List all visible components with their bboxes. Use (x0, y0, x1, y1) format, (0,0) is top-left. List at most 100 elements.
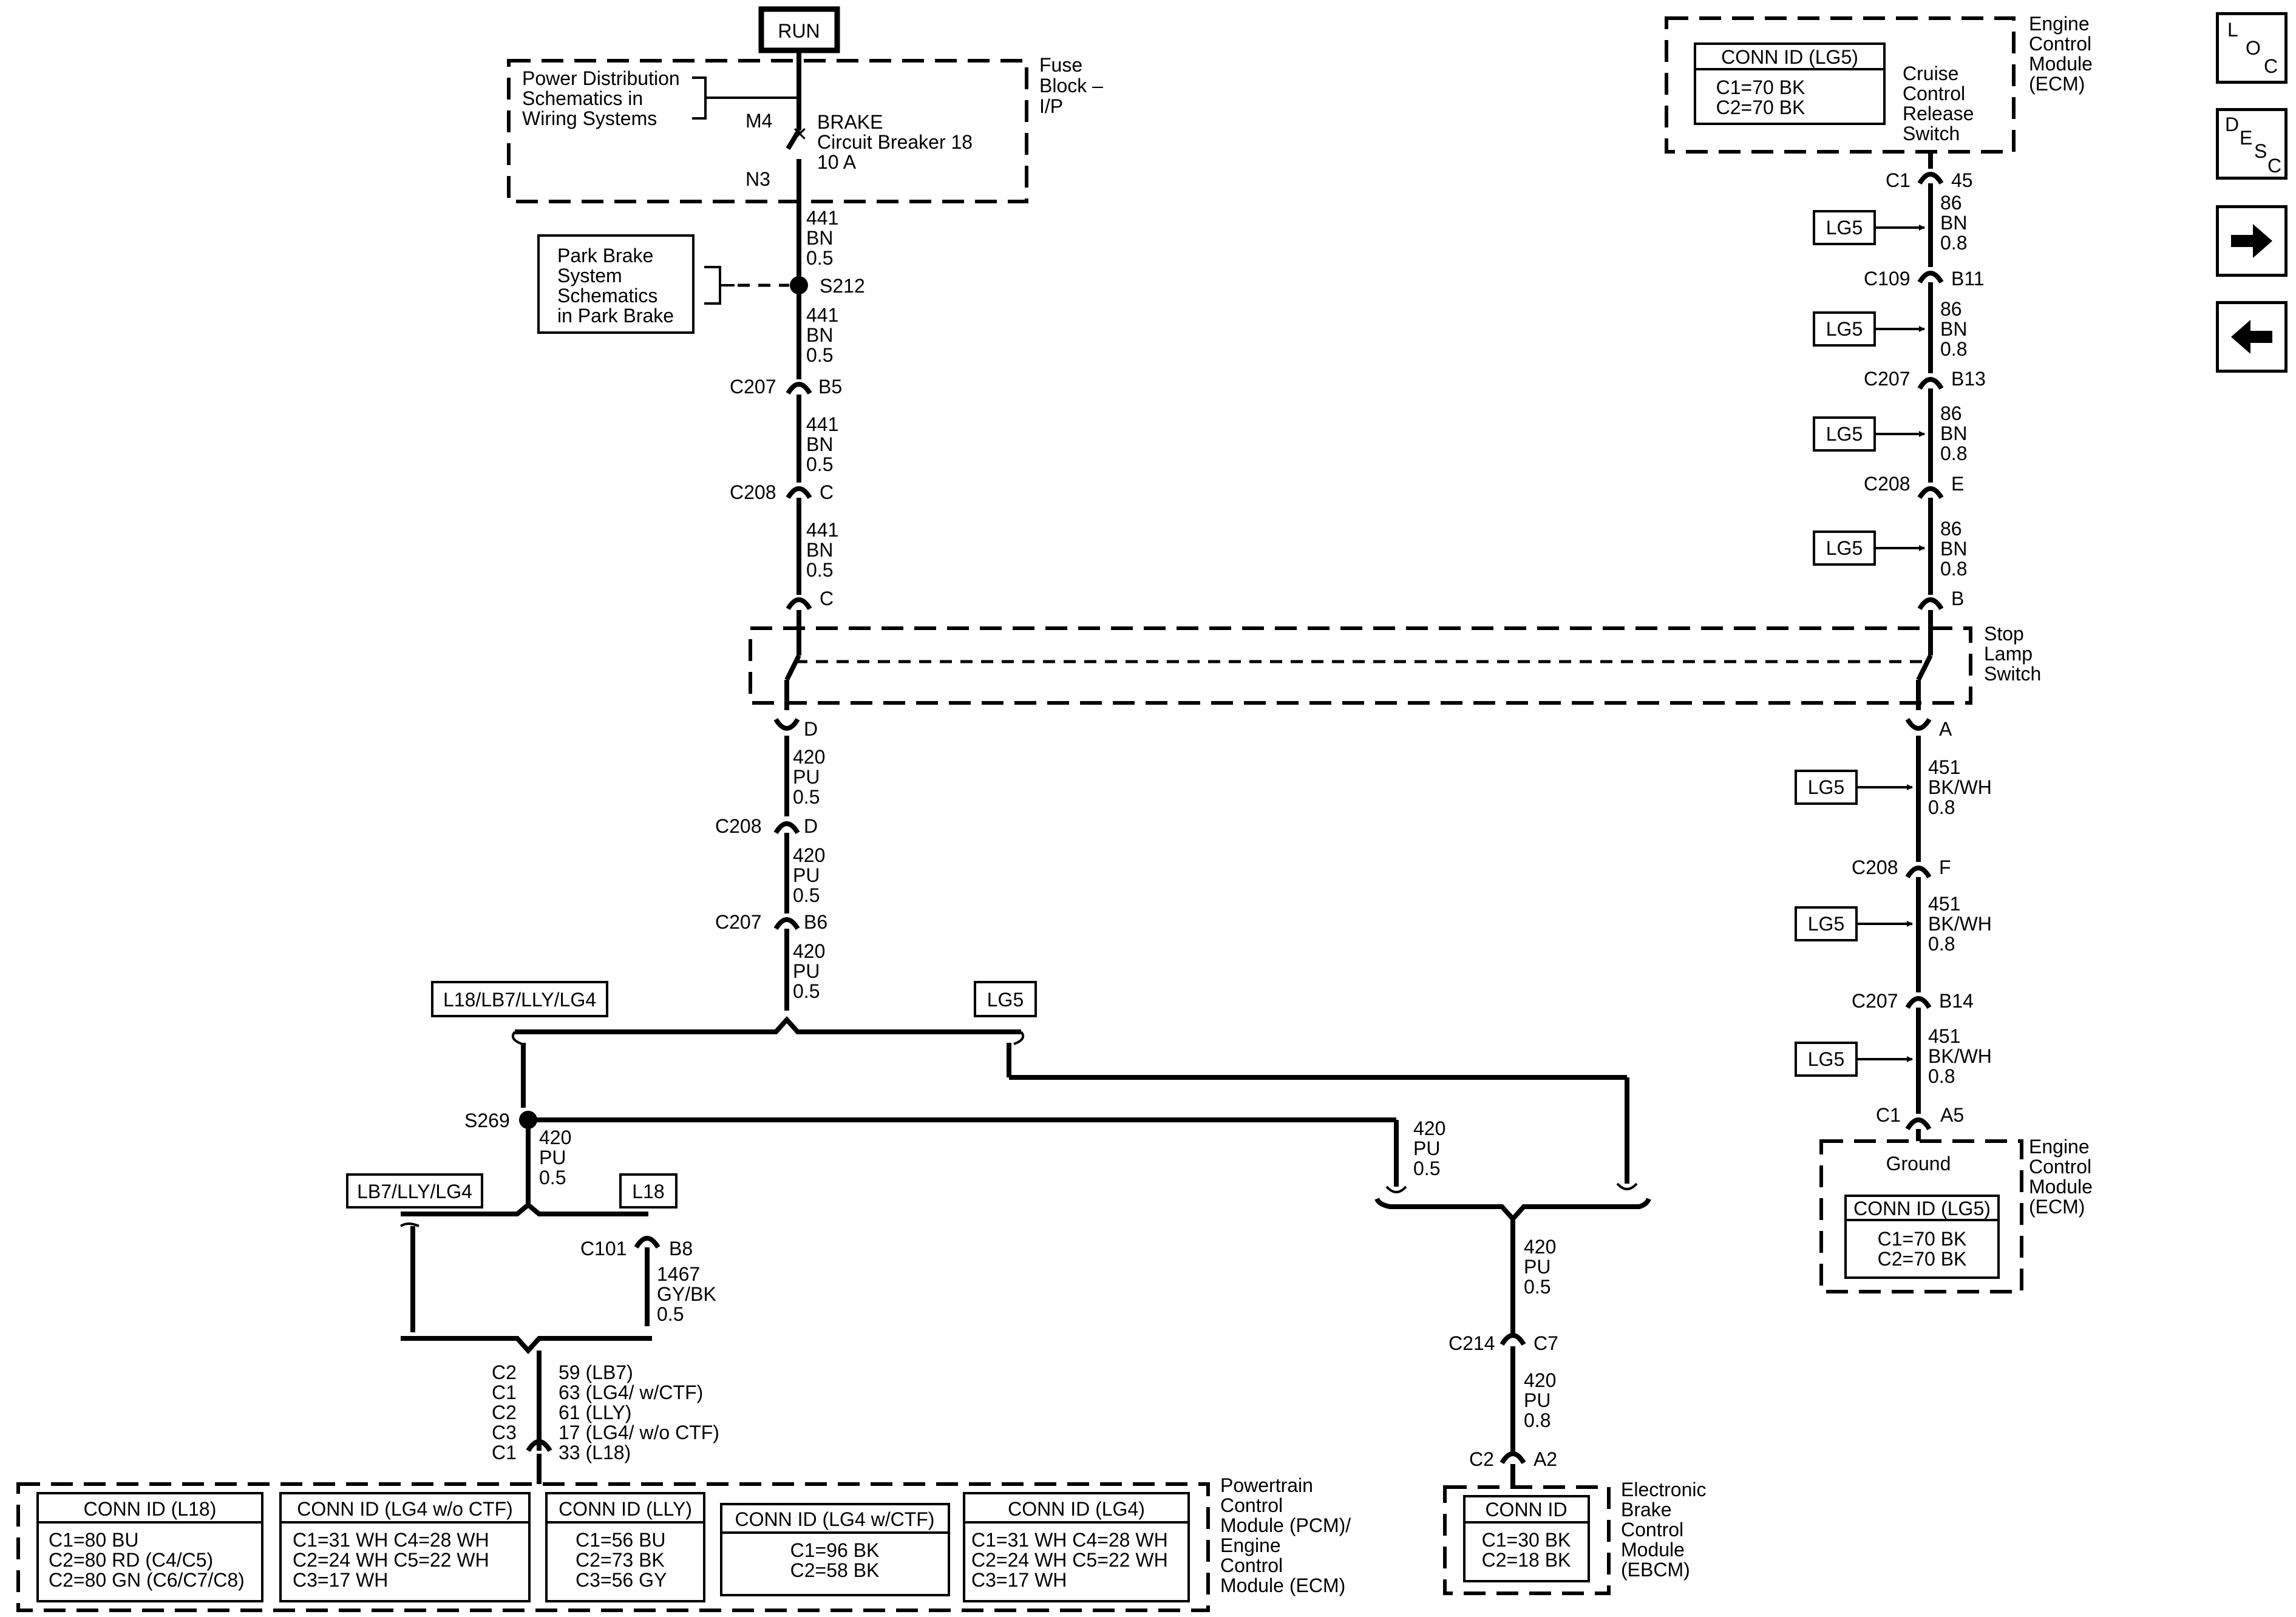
svg-text:C207: C207 (715, 911, 762, 933)
svg-text:C1=56 BU: C1=56 BU (576, 1529, 666, 1551)
connector-c208-f: C208 F (1852, 856, 1951, 879)
svg-text:59 (LB7): 59 (LB7) (559, 1361, 633, 1383)
svg-text:33 (L18): 33 (L18) (559, 1442, 631, 1463)
wire-label: 441 BN 0.5 (806, 207, 838, 269)
svg-text:C2=80 GN (C6/C7/C8): C2=80 GN (C6/C7/C8) (49, 1569, 245, 1591)
wire-label: 420 PU 0.5 (539, 1127, 571, 1188)
svg-text:C1: C1 (492, 1381, 517, 1403)
svg-text:CONN ID (LLY): CONN ID (LLY) (559, 1498, 692, 1520)
wire-label: 420 PU 0.5 (793, 940, 825, 1002)
svg-text:S212: S212 (820, 275, 865, 297)
svg-text:BN: BN (1940, 538, 1967, 560)
svg-text:C1=70 BK: C1=70 BK (1878, 1228, 1967, 1250)
svg-text:0.5: 0.5 (657, 1303, 684, 1325)
svg-text:CONN ID (LG5): CONN ID (LG5) (1853, 1198, 1991, 1219)
svg-text:420: 420 (1524, 1236, 1556, 1258)
lg5-tag: LG5 (1813, 416, 1925, 452)
pcm-conn-box-lg4-w-ctf: CONN ID (LG4 w/CTF) C1=96 BK C2=58 BK (720, 1503, 950, 1596)
svg-text:0.5: 0.5 (539, 1167, 566, 1188)
svg-text:B5: B5 (818, 376, 842, 398)
svg-text:S269: S269 (464, 1110, 510, 1131)
lg5-tag: LG5 (1813, 210, 1925, 245)
connector-c207-b14: C207 B14 (1852, 990, 1974, 1012)
svg-text:0.8: 0.8 (1940, 338, 1967, 360)
svg-text:C2=73 BK: C2=73 BK (576, 1549, 665, 1571)
svg-text:B13: B13 (1951, 368, 1986, 390)
svg-text:B14: B14 (1939, 990, 1974, 1012)
svg-text:C1=70 BK: C1=70 BK (1716, 76, 1805, 98)
svg-text:B: B (1951, 588, 1964, 609)
svg-text:Cruise: Cruise (1903, 63, 1958, 84)
svg-text:Fuse: Fuse (1039, 54, 1082, 76)
svg-text:A2: A2 (1533, 1448, 1557, 1470)
wire-label: 441 BN 0.5 (806, 519, 838, 581)
svg-text:C1=31 WH C4=28 WH: C1=31 WH C4=28 WH (293, 1529, 489, 1551)
svg-text:C1: C1 (492, 1442, 517, 1463)
svg-text:0.8: 0.8 (1928, 796, 1955, 818)
svg-text:C2=70 BK: C2=70 BK (1878, 1248, 1967, 1270)
svg-text:C208: C208 (730, 481, 776, 503)
svg-text:1467: 1467 (657, 1263, 700, 1285)
svg-text:BN: BN (1940, 212, 1967, 234)
desc-letter-c: C (2267, 155, 2282, 177)
svg-text:441: 441 (806, 207, 838, 229)
ecm-bottom-module: Ground CONN ID (LG5) C1=70 BK C2=70 BK E… (1819, 1136, 2093, 1293)
description-button[interactable]: D E S C (2216, 108, 2288, 180)
svg-text:Control: Control (1220, 1554, 1283, 1576)
svg-text:Brake: Brake (1621, 1499, 1672, 1520)
svg-text:17 (LG4/ w/o CTF): 17 (LG4/ w/o CTF) (559, 1422, 719, 1443)
svg-text:Schematics in: Schematics in (522, 87, 643, 109)
next-page-button[interactable] (2216, 205, 2288, 277)
left-arrow-icon (2231, 320, 2272, 354)
option-box-lg5: LG5 (974, 981, 1037, 1017)
loc-letter-o: O (2246, 37, 2261, 59)
wire-label: 420 PU 0.5 (1524, 1236, 1556, 1298)
svg-text:PU: PU (793, 766, 820, 788)
loc-letter-c: C (2264, 55, 2278, 77)
svg-text:(ECM): (ECM) (2029, 1196, 2085, 1218)
connector-c1-45: C1 45 (1886, 169, 1973, 191)
svg-text:0.5: 0.5 (806, 344, 833, 366)
svg-text:GY/BK: GY/BK (657, 1283, 716, 1305)
pcm-pin-list: C2 59 (LB7) C1 63 (LG4/ w/CTF) C2 61 (LL… (492, 1351, 719, 1484)
svg-text:C2=70 BK: C2=70 BK (1716, 97, 1805, 118)
svg-text:C2=58 BK: C2=58 BK (790, 1559, 880, 1581)
circuit-86-451-wire (1916, 152, 1933, 1141)
wire-label: 420 PU 0.5 (1413, 1117, 1445, 1179)
svg-text:451: 451 (1928, 1025, 1960, 1047)
svg-text:LG5: LG5 (1826, 537, 1863, 559)
splice-s212-dot (790, 276, 808, 294)
svg-text:LG5: LG5 (1826, 318, 1863, 340)
svg-text:63 (LG4/ w/CTF): 63 (LG4/ w/CTF) (559, 1381, 703, 1403)
option-bracket-2: C101 B8 (399, 1201, 693, 1354)
svg-text:420: 420 (539, 1127, 571, 1148)
svg-text:BN: BN (1940, 422, 1967, 444)
connector-c207-b5: C207 B5 (730, 376, 842, 398)
previous-page-button[interactable] (2216, 301, 2288, 373)
pcm-conn-box-lg4: CONN ID (LG4) C1=31 WH C4=28 WH C2=24 WH… (963, 1492, 1190, 1602)
svg-text:M4: M4 (746, 110, 772, 132)
svg-text:61 (LLY): 61 (LLY) (559, 1402, 631, 1423)
svg-text:CONN ID (L18): CONN ID (L18) (84, 1498, 217, 1520)
svg-text:LG5: LG5 (1808, 913, 1844, 935)
svg-text:C1: C1 (1876, 1104, 1901, 1126)
connector-c207-b13: C207 B13 (1864, 368, 1986, 390)
svg-text:Stop: Stop (1984, 623, 2024, 645)
svg-text:A: A (1939, 718, 1952, 740)
svg-text:F: F (1939, 856, 1951, 878)
svg-text:C2=24 WH C5=22 WH: C2=24 WH C5=22 WH (293, 1549, 489, 1571)
svg-text:C3=56 GY: C3=56 GY (576, 1569, 667, 1591)
location-button[interactable]: L O C (2216, 12, 2288, 84)
stop-lamp-switch: Stop Lamp Switch (749, 610, 2041, 710)
svg-text:Engine: Engine (2029, 13, 2090, 35)
circuit-441-wire: ✕ (786, 50, 808, 656)
svg-text:0.5: 0.5 (793, 884, 820, 906)
wire-label: 451 BK/WH 0.8 (1928, 1025, 1992, 1087)
svg-text:C208: C208 (1852, 856, 1898, 878)
wire-label: 420 PU 0.8 (1524, 1369, 1556, 1431)
svg-text:C2=80 RD (C4/C5): C2=80 RD (C4/C5) (49, 1549, 213, 1571)
svg-text:86: 86 (1940, 518, 1962, 540)
svg-text:Module: Module (1621, 1539, 1685, 1561)
svg-text:B11: B11 (1951, 268, 1985, 290)
connector-switch-d: D (773, 717, 818, 740)
